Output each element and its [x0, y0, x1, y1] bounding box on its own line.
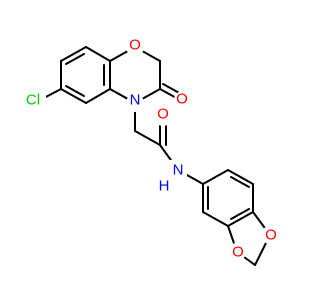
atom-background	[22, 90, 46, 110]
amide-oxygen-label: O	[157, 106, 169, 123]
dioxole-oxygen-top-label: O	[265, 227, 277, 244]
bond	[134, 130, 161, 146]
bond	[60, 88, 87, 104]
atom-background	[159, 160, 187, 198]
bond	[230, 176, 250, 188]
atom-background	[228, 243, 246, 261]
atom-background	[174, 91, 192, 109]
ring-carbonyl-oxygen-label: O	[176, 91, 188, 108]
bond	[85, 88, 111, 104]
bond	[60, 46, 87, 62]
bond	[202, 169, 229, 185]
ring-oxygen-label: O	[129, 37, 141, 54]
bond	[85, 46, 111, 62]
molecule-structure-diagram: O N O Cl O N H O O	[22, 36, 279, 266]
atom-background	[261, 226, 279, 244]
bond	[227, 211, 254, 227]
amide-nitrogen-label: N	[173, 162, 184, 179]
amide-hydrogen-label: H	[159, 178, 170, 195]
bond	[230, 208, 250, 220]
chlorine-label: Cl	[26, 92, 40, 109]
ring-nitrogen-label: N	[130, 92, 141, 109]
atom-background	[126, 94, 144, 112]
dioxole-oxygen-bottom-label: O	[232, 244, 244, 261]
bond	[65, 85, 85, 97]
bonds	[39, 46, 271, 266]
atom-labels: O N O Cl O N H O O	[22, 37, 279, 261]
atom-background	[154, 108, 172, 126]
bond	[202, 211, 229, 227]
bond	[227, 169, 254, 185]
atom-background	[126, 38, 144, 56]
bond	[65, 53, 85, 65]
